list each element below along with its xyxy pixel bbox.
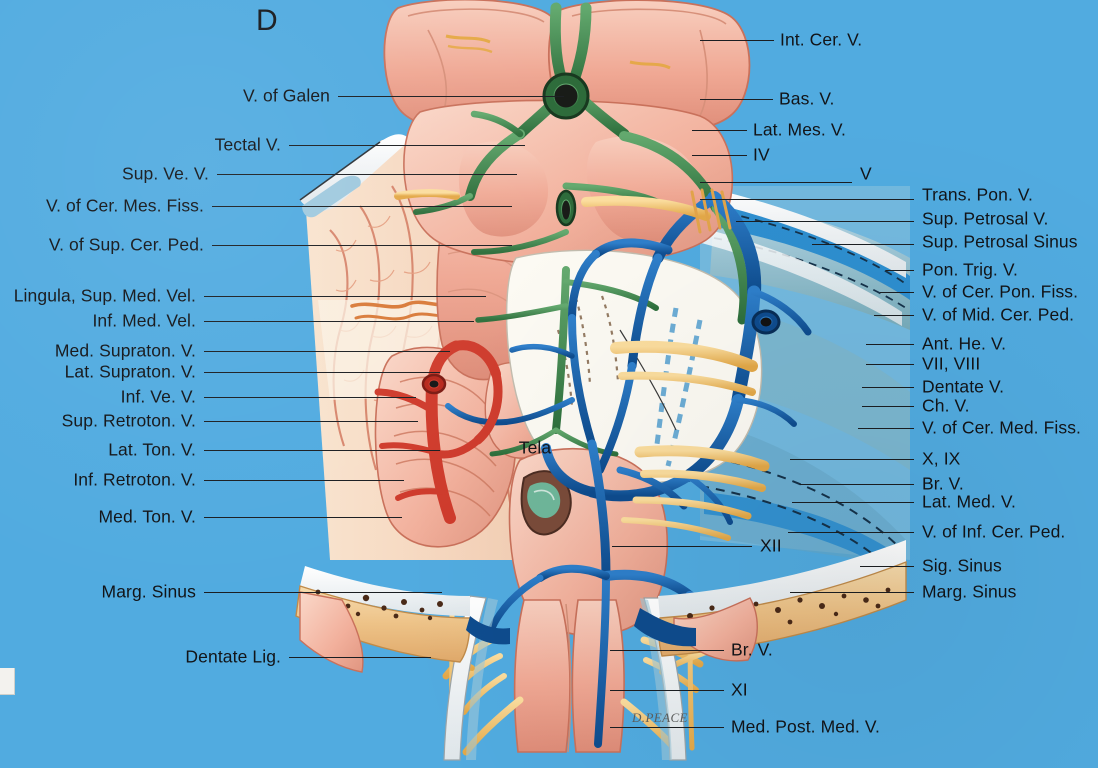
leader-lat-supraton-v-8 bbox=[204, 372, 440, 373]
leader-sup-petrosal-sinus-7 bbox=[812, 244, 914, 245]
label-tectal-v-1: Tectal V. bbox=[214, 134, 281, 155]
label-sup-retroton-v-10: Sup. Retroton. V. bbox=[61, 410, 196, 431]
leader-v-of-cer-med-fiss-15 bbox=[858, 428, 914, 429]
label-v-of-cer-med-fiss-15: V. of Cer. Med. Fiss. bbox=[922, 417, 1082, 438]
label-tela: Tela bbox=[518, 437, 552, 458]
label-v-of-mid-cer-ped-10: V. of Mid. Cer. Ped. bbox=[922, 304, 1075, 325]
label-v-of-cer-pon-fiss-9: V. of Cer. Pon. Fiss. bbox=[922, 281, 1079, 302]
label-marg-sinus-21: Marg. Sinus bbox=[922, 581, 1017, 602]
label-sig-sinus-20: Sig. Sinus bbox=[922, 555, 1002, 576]
leader-xi-24 bbox=[610, 690, 724, 691]
label-med-post-med-v-25: Med. Post. Med. V. bbox=[731, 716, 881, 737]
label-iv-3: IV bbox=[753, 144, 770, 165]
label-lat-supraton-v-8: Lat. Supraton. V. bbox=[64, 361, 196, 382]
leader-lat-med-v-18 bbox=[792, 502, 914, 503]
leader-v-of-cer-pon-fiss-9 bbox=[880, 292, 914, 293]
leader-x-ix-16 bbox=[790, 459, 914, 460]
leader-sup-ve-v-2 bbox=[217, 174, 517, 175]
artist-signature: D.PEACE bbox=[632, 710, 688, 725]
label-lat-med-v-18: Lat. Med. V. bbox=[922, 491, 1016, 512]
leader-lat-ton-v-11 bbox=[204, 450, 440, 451]
leader-v-of-galen-0 bbox=[338, 96, 564, 97]
leader-v-4 bbox=[700, 182, 852, 183]
label-inf-ve-v-9: Inf. Ve. V. bbox=[120, 386, 196, 407]
label-lat-mes-v-2: Lat. Mes. V. bbox=[753, 119, 846, 140]
leader-inf-retroton-v-12 bbox=[204, 480, 404, 481]
leader-v-of-sup-cer-ped-4 bbox=[212, 245, 512, 246]
leader-inf-med-vel-6 bbox=[204, 321, 474, 322]
leader-iv-3 bbox=[692, 155, 747, 156]
leader-sup-petrosal-v-6 bbox=[736, 221, 914, 222]
leader-med-post-med-v-25 bbox=[610, 727, 724, 728]
label-lingula-sup-med-vel-5: Lingula, Sup. Med. Vel. bbox=[13, 285, 196, 306]
label-v-of-inf-cer-ped-19: V. of Inf. Cer. Ped. bbox=[922, 521, 1066, 542]
leader-tectal-v-1 bbox=[289, 145, 525, 146]
label-inf-retroton-v-12: Inf. Retroton. V. bbox=[73, 469, 196, 490]
leader-trans-pon-v-5 bbox=[700, 199, 914, 200]
leader-pon-trig-v-8 bbox=[886, 270, 914, 271]
leader-v-of-inf-cer-ped-19 bbox=[788, 532, 914, 533]
leader-vii-viii-12 bbox=[866, 364, 914, 365]
label-v-of-sup-cer-ped-4: V. of Sup. Cer. Ped. bbox=[48, 234, 204, 255]
leader-lingula-sup-med-vel-5 bbox=[204, 296, 486, 297]
label-v-4: V bbox=[860, 163, 872, 184]
occipital-bone bbox=[295, 540, 907, 673]
leader-marg-sinus-14 bbox=[204, 592, 442, 593]
label-inf-med-vel-6: Inf. Med. Vel. bbox=[92, 310, 196, 331]
leader-marg-sinus-21 bbox=[790, 592, 914, 593]
leader-sup-retroton-v-10 bbox=[204, 421, 418, 422]
label-dentate-lig-15: Dentate Lig. bbox=[185, 646, 281, 667]
label-trans-pon-v-5: Trans. Pon. V. bbox=[922, 184, 1033, 205]
label-xi-24: XI bbox=[731, 679, 748, 700]
label-vii-viii-12: VII, VIII bbox=[922, 353, 981, 374]
leader-int-cer-v-0 bbox=[700, 40, 774, 41]
leader-v-of-mid-cer-ped-10 bbox=[874, 315, 914, 316]
leader-v-of-cer-mes-fiss-3 bbox=[212, 206, 512, 207]
label-ch-v-14: Ch. V. bbox=[922, 395, 970, 416]
label-int-cer-v-0: Int. Cer. V. bbox=[780, 29, 863, 50]
label-ant-he-v-11: Ant. He. V. bbox=[922, 333, 1007, 354]
plate-letter: D bbox=[256, 4, 278, 37]
leader-med-supraton-v-7 bbox=[204, 351, 450, 352]
label-sup-petrosal-sinus-7: Sup. Petrosal Sinus bbox=[922, 231, 1078, 252]
leader-ch-v-14 bbox=[862, 406, 914, 407]
label-marg-sinus-14: Marg. Sinus bbox=[101, 581, 196, 602]
label-pon-trig-v-8: Pon. Trig. V. bbox=[922, 259, 1018, 280]
label-sup-ve-v-2: Sup. Ve. V. bbox=[121, 163, 209, 184]
label-lat-ton-v-11: Lat. Ton. V. bbox=[108, 439, 196, 460]
leader-sig-sinus-20 bbox=[860, 566, 914, 567]
leader-dentate-v-13 bbox=[862, 387, 914, 388]
page-corner-notch bbox=[0, 668, 15, 695]
label-v-of-cer-mes-fiss-3: V. of Cer. Mes. Fiss. bbox=[45, 195, 204, 216]
leader-xii-22 bbox=[612, 546, 752, 547]
green-venous-system bbox=[413, 2, 749, 457]
leader-ant-he-v-11 bbox=[866, 344, 914, 345]
label-xii-22: XII bbox=[760, 535, 782, 556]
label-v-of-galen-0: V. of Galen bbox=[242, 85, 330, 106]
leader-br-v-23 bbox=[610, 650, 724, 651]
label-x-ix-16: X, IX bbox=[922, 448, 961, 469]
leader-br-v-17 bbox=[800, 484, 914, 485]
label-bas-v-1: Bas. V. bbox=[779, 88, 835, 109]
label-dentate-v-13: Dentate V. bbox=[922, 376, 1005, 397]
leader-lat-mes-v-2 bbox=[692, 130, 747, 131]
leader-dentate-lig-15 bbox=[289, 657, 431, 658]
label-br-v-17: Br. V. bbox=[922, 473, 964, 494]
label-med-supraton-v-7: Med. Supraton. V. bbox=[54, 340, 196, 361]
label-br-v-23: Br. V. bbox=[731, 639, 773, 660]
leader-inf-ve-v-9 bbox=[204, 397, 416, 398]
leader-med-ton-v-13 bbox=[204, 517, 402, 518]
label-med-ton-v-13: Med. Ton. V. bbox=[98, 506, 196, 527]
leader-bas-v-1 bbox=[700, 99, 773, 100]
label-sup-petrosal-v-6: Sup. Petrosal V. bbox=[922, 208, 1049, 229]
